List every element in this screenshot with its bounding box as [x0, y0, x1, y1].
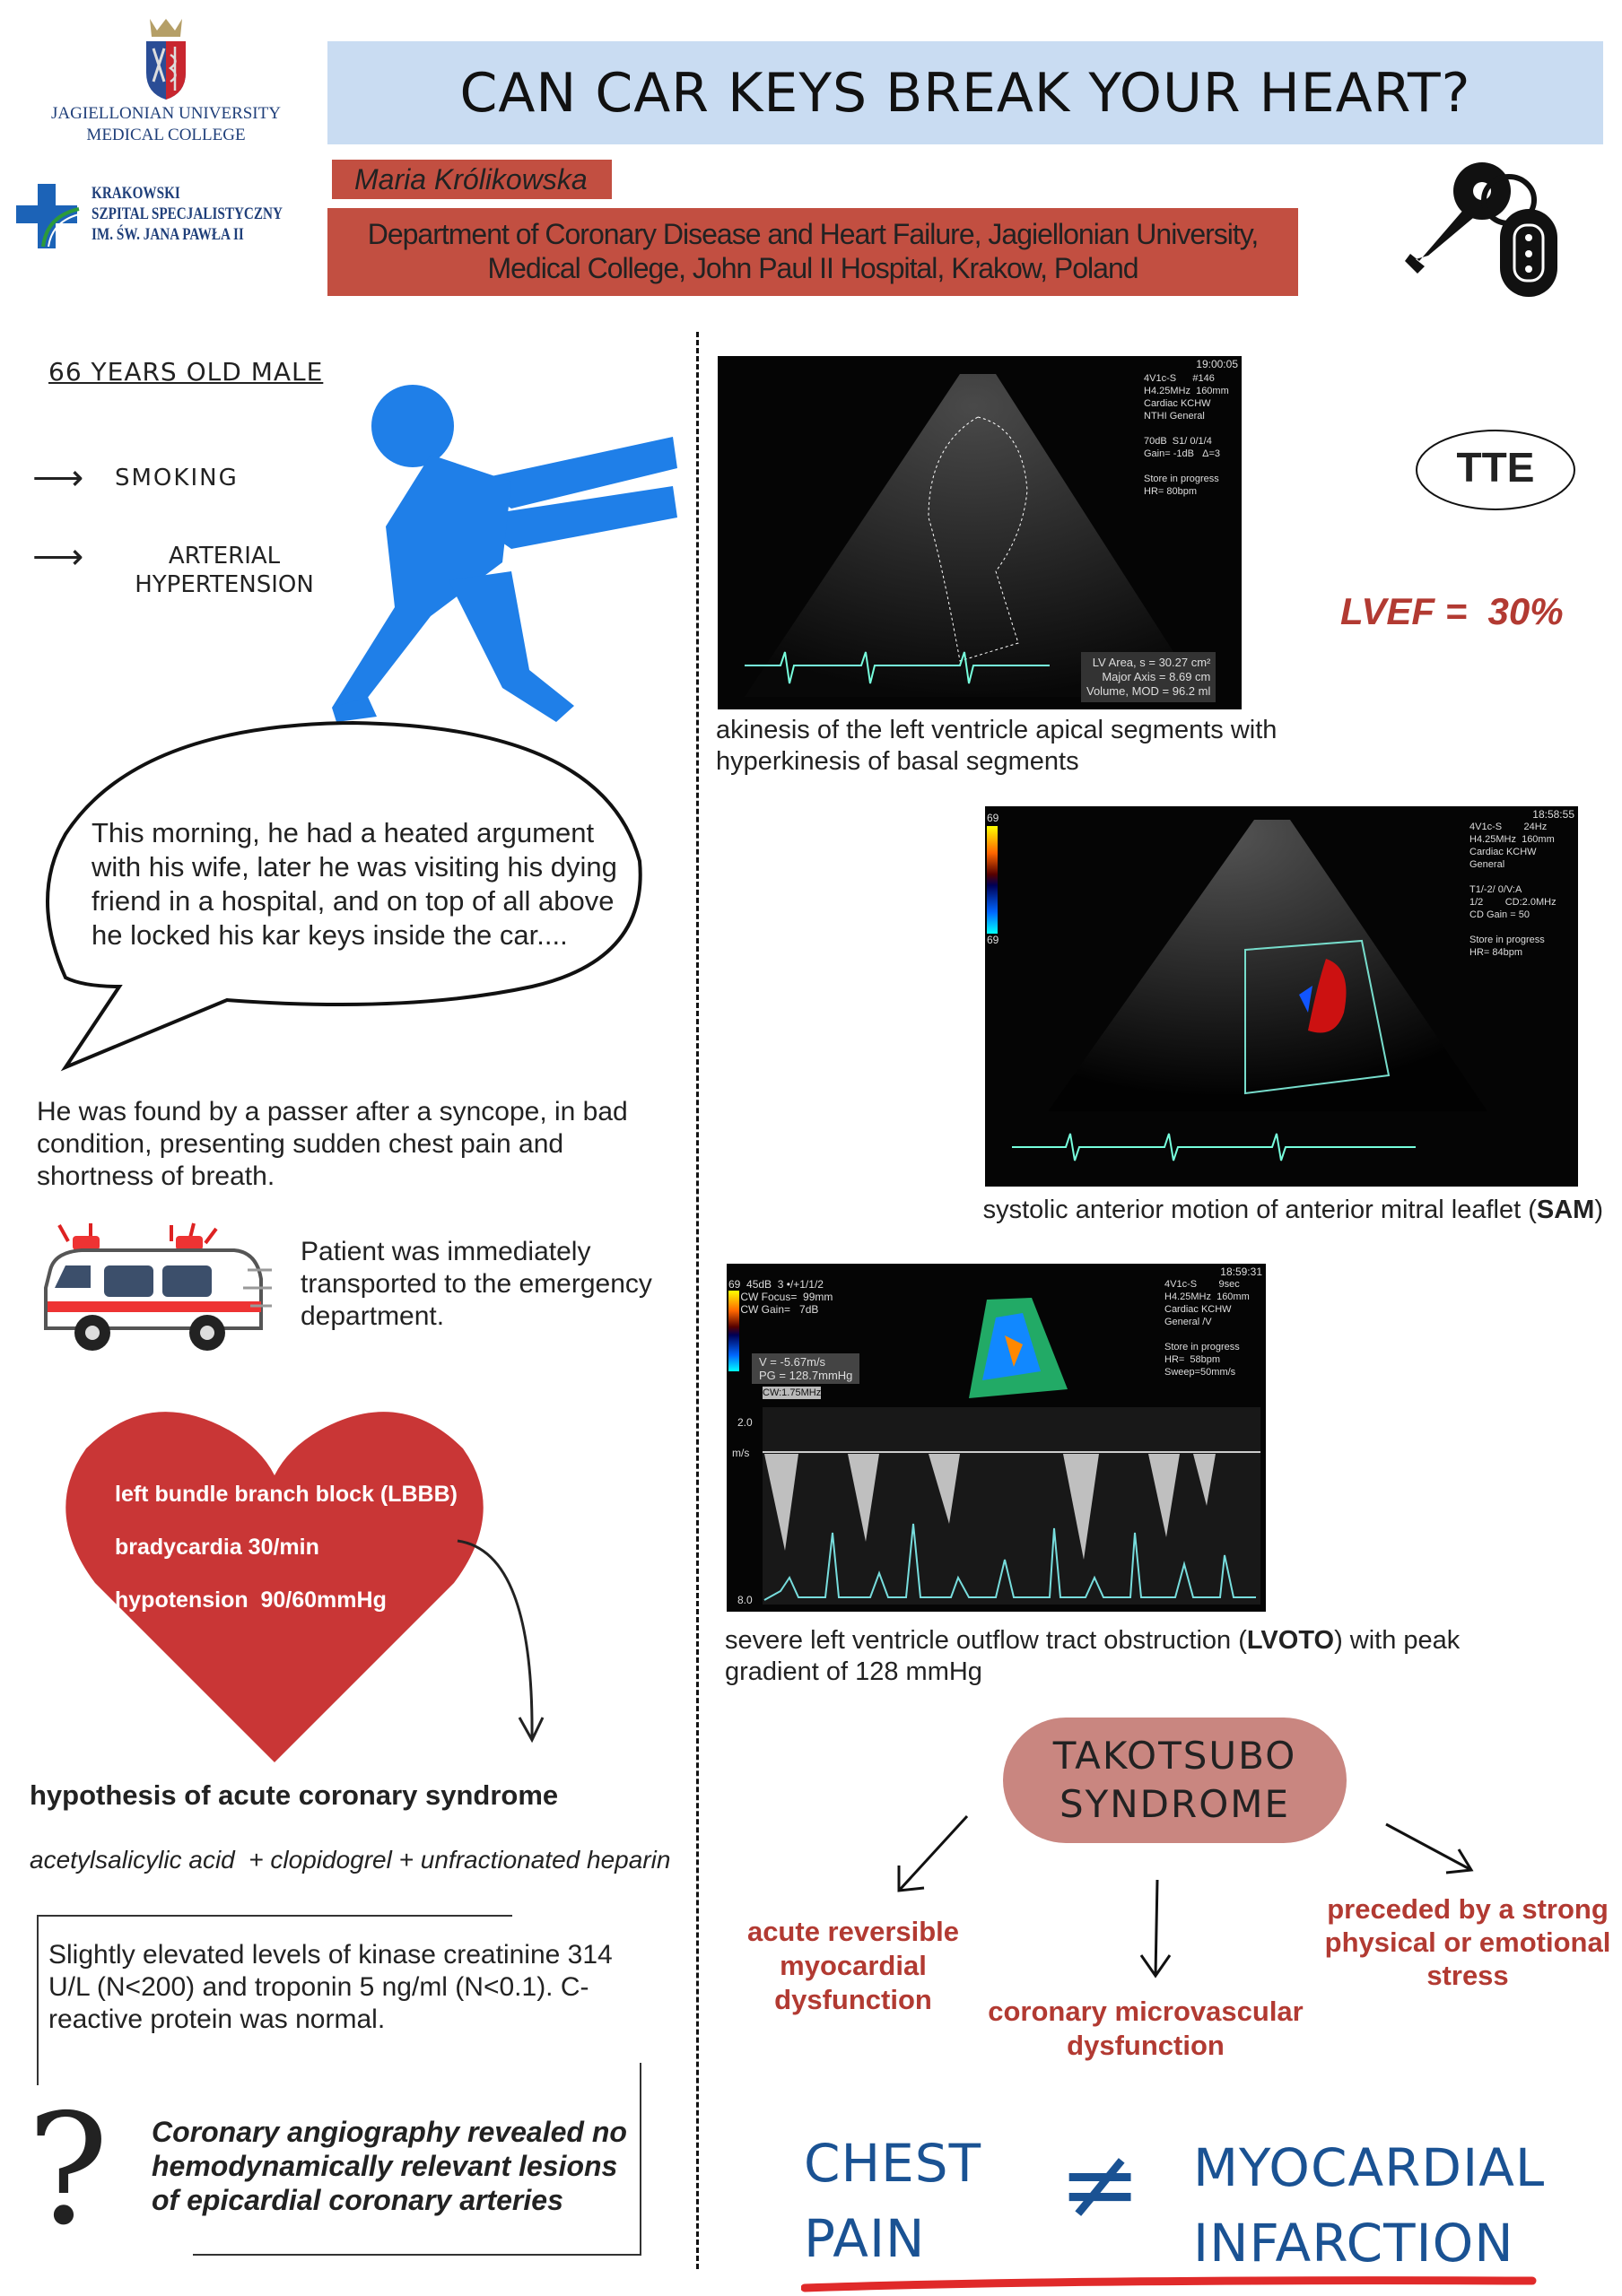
diagnosis-arrows [897, 1814, 1474, 1979]
echo2-info: 4V1c-S 24Hz H4.25MHz 160mm Cardiac KCHW … [1469, 822, 1557, 958]
finding-hypotension: hypotension 90/60mmHg [115, 1587, 387, 1613]
echo3-axis-unit: m/s [732, 1447, 750, 1459]
labs-text: Slightly elevated levels of kinase creat… [48, 1940, 613, 2034]
car-keys-icon [1405, 162, 1557, 297]
angiography-bracket [193, 2063, 641, 2256]
echo3-info: 4V1c-S 9sec H4.25MHz 160mm Cardiac KCHW … [1164, 1279, 1250, 1378]
hospital-name-line1: KRAKOWSKI [92, 184, 180, 203]
tte-ellipse [1416, 430, 1575, 510]
echo1-time: 19:00:05 [1196, 358, 1238, 370]
arrow-icon: ⟶ [32, 537, 84, 577]
transport-text: Patient was immediately transported to t… [301, 1237, 652, 1331]
medical-cross-icon [16, 184, 80, 248]
ambulance-icon [44, 1222, 272, 1351]
patient-story: This morning, he had a heated argument w… [92, 817, 617, 951]
echo1-measurements: LV Area, s = 30.27 cm² Major Axis = 8.69… [1081, 652, 1216, 702]
patient-heading: 66 YEARS OLD MALE [48, 357, 324, 387]
echo3-caption-post: ) with peak gradient of 128 mmHg [725, 1626, 1461, 1686]
arrow-icon: ⟶ [32, 458, 84, 498]
angiography-text: Coronary angiography revealed no hemodyn… [152, 2116, 627, 2216]
arrow-down-icon [1139, 1879, 1172, 1979]
treatment-text: acetylsalicylic acid + clopidogrel + unf… [30, 1846, 671, 1874]
hypothesis-text: hypothesis of acute coronary syndrome [30, 1779, 559, 1811]
echo2-scale-top: 69 [987, 812, 999, 824]
echo3-time: 18:59:31 [1220, 1265, 1262, 1278]
university-name-line1: JAGIELLONIAN UNIVERSITY [51, 104, 281, 123]
university-logo: JAGIELLONIAN UNIVERSITY MEDICAL COLLEGE [36, 14, 296, 149]
feature-microvascular: coronary microvascular dysfunction [988, 1996, 1304, 2061]
echo1-info: 4V1c-S #146 H4.25MHz 160mm Cardiac KCHW … [1144, 373, 1229, 497]
echo3-cw-label: CW:1.75MHz [763, 1387, 822, 1399]
echo2-caption-post: ) [1594, 1196, 1603, 1224]
echo3-caption-pre: severe left ventricle outflow tract obst… [725, 1626, 1247, 1655]
conclusion-chest-pain: CHEST PAIN [804, 2133, 982, 2269]
takotsubo-pill: TAKOTSUBO SYNDROME [1003, 1718, 1347, 1843]
echo2-caption-bold: SAM [1536, 1196, 1595, 1224]
arrow-right-icon [1385, 1822, 1474, 1874]
department-affiliation: Department of Coronary Disease and Heart… [327, 208, 1298, 296]
heart-shape [65, 1412, 484, 1762]
echo2-time: 18:58:55 [1532, 808, 1574, 821]
echo-image-cw-doppler: 69 45dB 3 •/+1/1/2 CW Focus= 99mm CW Gai… [727, 1264, 1266, 1612]
not-equal-icon: ≠ [1059, 2126, 1143, 2241]
echo1-caption: akinesis of the left ventricle apical se… [716, 716, 1278, 776]
arrow-left-icon [897, 1814, 969, 1892]
echo-image-color-doppler: 69 69 18:58:55 4V1c-S 24Hz H4.25MHz 160m… [985, 806, 1578, 1187]
pushing-figure-icon [332, 385, 677, 722]
curved-arrow-icon [457, 1539, 545, 1744]
conclusion-myocardial-infarction: MYOCARDIAL INFARCTION [1193, 2137, 1546, 2274]
feature-acute-dysfunction: acute reversible myocardial dysfunction [746, 1916, 960, 2015]
echo2-scale-bottom: 69 [987, 934, 999, 946]
hospital-logo: KRAKOWSKI SZPITAL SPECJALISTYCZNY IM. ŚW… [16, 179, 321, 256]
department-line1: Department of Coronary Disease and Heart… [367, 218, 1260, 250]
lvef-value: LVEF = 30% [1340, 590, 1564, 632]
finding-bradycardia: bradycardia 30/min [115, 1535, 319, 1560]
feature-stress: preceded by a strong physical or emotion… [1324, 1893, 1611, 1991]
echo3-caption-bold: LVOTO [1246, 1626, 1335, 1655]
echo3-settings: 69 45dB 3 •/+1/1/2 CW Focus= 99mm CW Gai… [728, 1278, 833, 1316]
question-mark-icon: ? [27, 2082, 109, 2259]
tte-label: TTE [1456, 444, 1535, 491]
presentation-text: He was found by a passer after a syncope… [37, 1097, 628, 1191]
risk-factor-hypertension: ARTERIAL HYPERTENSION [135, 543, 314, 598]
poster-title: CAN CAR KEYS BREAK YOUR HEART? [327, 41, 1603, 144]
department-line2: Medical College, John Paul II Hospital, … [487, 252, 1138, 284]
speech-bubble-shape [46, 720, 642, 1072]
echo3-axis-top: 2.0 [737, 1416, 753, 1429]
hospital-name-line2: SZPITAL SPECJALISTYCZNY [92, 204, 283, 223]
risk-factor-smoking: SMOKING [115, 465, 239, 491]
university-name-line2: MEDICAL COLLEGE [86, 126, 246, 144]
labs-bracket [37, 1915, 512, 2085]
echo3-axis-bottom: 8.0 [737, 1594, 753, 1606]
red-underline [801, 2276, 1537, 2292]
hospital-name-line3: IM. ŚW. JANA PAWŁA II [92, 225, 244, 244]
author-name: Maria Królikowska [332, 160, 612, 199]
university-crest-icon [146, 19, 186, 100]
echo2-caption-pre: systolic anterior motion of anterior mit… [982, 1196, 1537, 1224]
echo2-caption: systolic anterior motion of anterior mit… [983, 1195, 1603, 1226]
echo3-caption: severe left ventricle outflow tract obst… [725, 1625, 1550, 1688]
column-divider [696, 332, 699, 2269]
echo-image-apical-view: 19:00:05 4V1c-S #146 H4.25MHz 160mm Card… [718, 356, 1242, 709]
finding-lbbb: left bundle branch block (LBBB) [115, 1482, 458, 1507]
echo3-readout: V = -5.67m/s PG = 128.7mmHg [752, 1353, 860, 1384]
